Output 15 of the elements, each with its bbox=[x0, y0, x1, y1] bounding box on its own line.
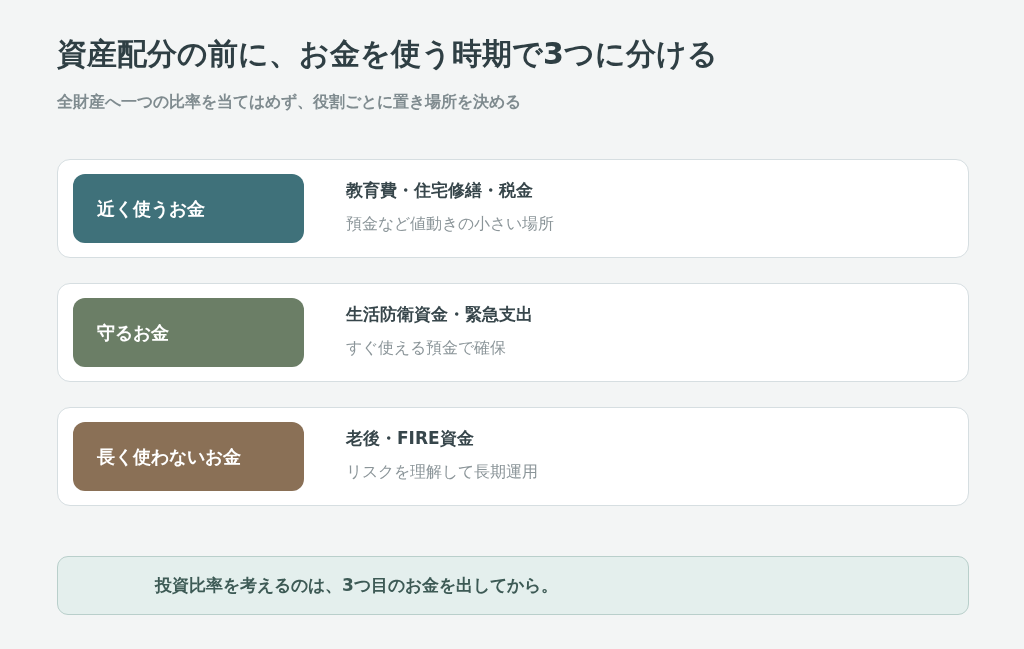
category-card bbox=[57, 283, 969, 382]
card-heading: 老後・FIRE資金 bbox=[346, 427, 474, 450]
note-banner: 投資比率を考えるのは、3つ目のお金を出してから。 bbox=[57, 556, 969, 615]
card-description: すぐ使える預金で確保 bbox=[346, 337, 506, 359]
subtitle: 全財産へ一つの比率を当てはめず、役割ごとに置き場所を決める bbox=[57, 91, 521, 113]
category-label: 長く使わないお金 bbox=[73, 422, 304, 491]
card-heading: 生活防衛資金・緊急支出 bbox=[346, 303, 533, 326]
category-card bbox=[57, 159, 969, 258]
category-card bbox=[57, 407, 969, 506]
card-heading: 教育費・住宅修繕・税金 bbox=[346, 179, 533, 202]
category-label: 近く使うお金 bbox=[73, 174, 304, 243]
card-description: 預金など値動きの小さい場所 bbox=[346, 213, 554, 235]
category-label: 守るお金 bbox=[73, 298, 304, 367]
card-description: リスクを理解して長期運用 bbox=[346, 461, 538, 483]
title: 資産配分の前に、お金を使う時期で3つに分ける bbox=[57, 35, 718, 73]
